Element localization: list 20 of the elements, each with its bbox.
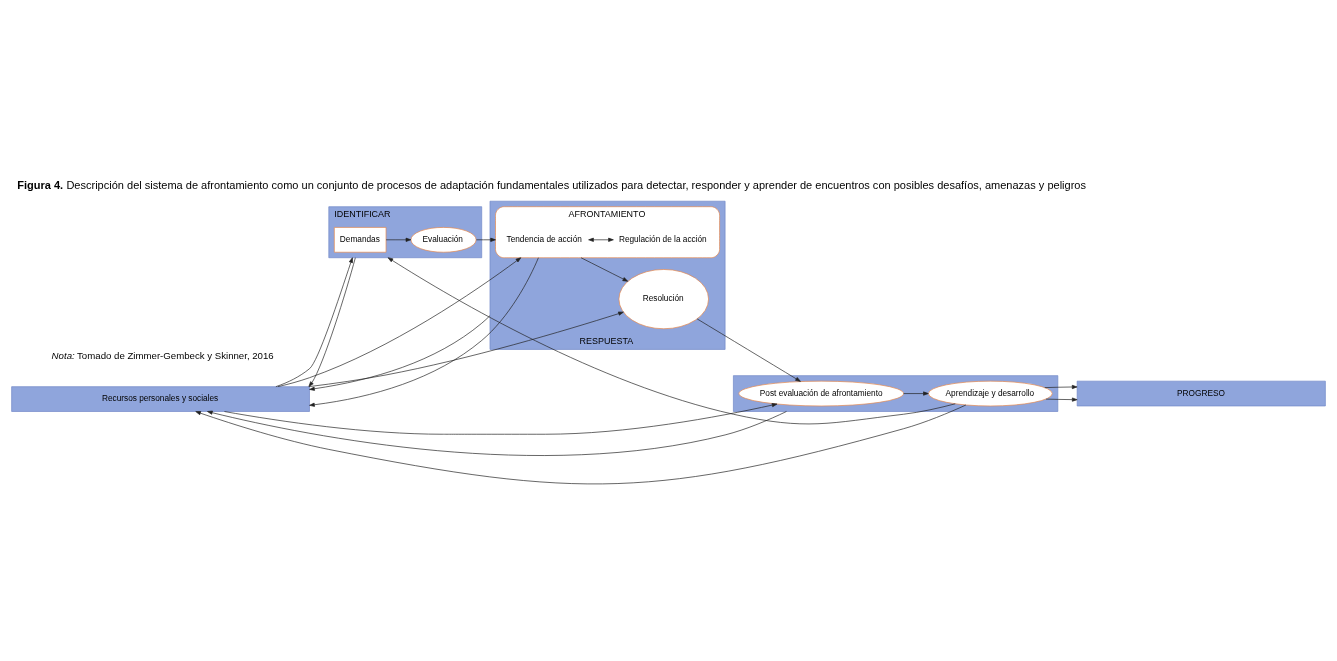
arrow	[385, 237, 412, 242]
caption: Nota: Tomado de Zimmer-Gembeck y Skinner, 2016	[51, 349, 274, 361]
arrow	[309, 256, 539, 407]
arrow	[277, 256, 522, 387]
arrow	[309, 314, 491, 391]
arrow	[195, 404, 967, 484]
arrow	[224, 402, 778, 435]
arrow	[588, 237, 614, 242]
arrow	[308, 256, 356, 387]
arrow	[275, 256, 353, 387]
arrow	[1045, 397, 1078, 402]
arrow	[1044, 384, 1078, 389]
arrow	[308, 311, 624, 387]
arrow	[696, 318, 801, 382]
arrow	[476, 237, 496, 242]
arrow	[207, 410, 787, 456]
arrow	[903, 391, 929, 396]
diagram-title: Figura 4. Descripción del sistema de afrontamiento como un conjunto de procesos de adaptación fundamentales utilizados para detectar, responder y aprender de encuentros con posibles desafíos, amenazas y peligros	[17, 178, 1086, 191]
arrow	[387, 256, 956, 424]
arrow	[580, 256, 629, 282]
